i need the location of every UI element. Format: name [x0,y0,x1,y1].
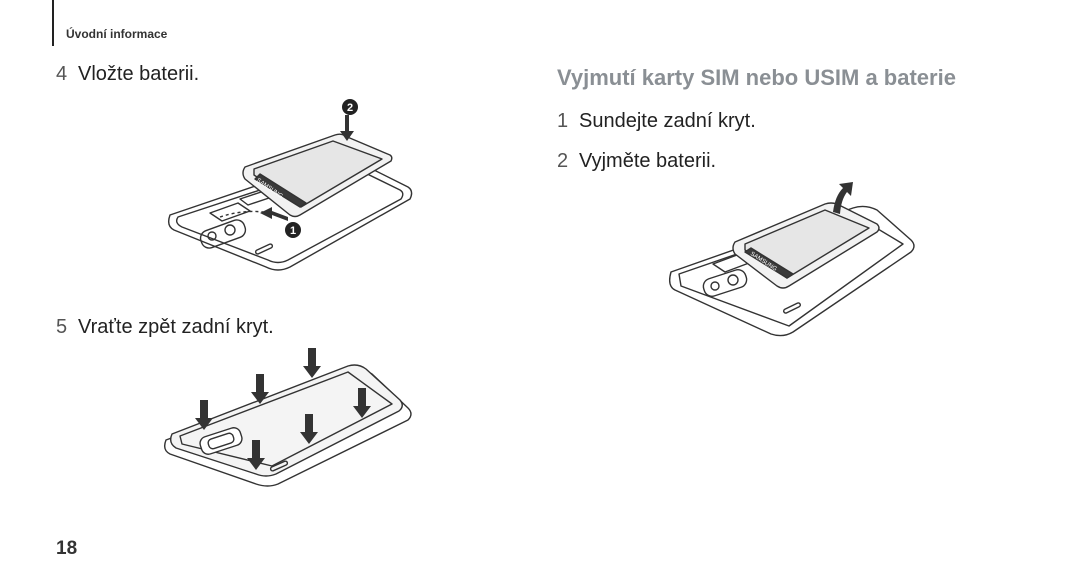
remove-battery-illustration: SAMSUNG [665,182,925,342]
replace-cover-illustration [160,348,420,488]
header-rule [52,0,54,46]
section-label: Úvodní informace [66,27,168,41]
section-heading: Vyjmutí karty SIM nebo USIM a baterie [557,65,956,90]
step-number: 5 [56,316,68,338]
step-number: 4 [56,63,68,85]
step-text: Vložte baterii. [78,63,200,85]
step-1: 1 Sundejte zadní kryt. [557,110,756,133]
callout-1-text: 1 [290,225,296,237]
step-5: 5 Vraťte zpět zadní kryt. [56,316,274,339]
step-2: 2 Vyjměte baterii. [557,150,716,173]
step-number: 1 [557,110,569,132]
step-text: Vyjměte baterii. [579,150,717,172]
lift-arrow [833,182,853,214]
callout-2-text: 2 [347,102,353,114]
step-number: 2 [557,150,569,172]
step-text: Vraťte zpět zadní kryt. [78,316,274,338]
insert-battery-illustration: SAMSUNG 2 1 [160,99,420,275]
step-text: Sundejte zadní kryt. [579,110,756,132]
page-number: 18 [56,538,78,559]
callout-2-badge [342,99,358,115]
press-arrows [195,348,371,470]
step-4: 4 Vložte baterii. [56,63,199,86]
callout-1-badge [285,222,301,238]
